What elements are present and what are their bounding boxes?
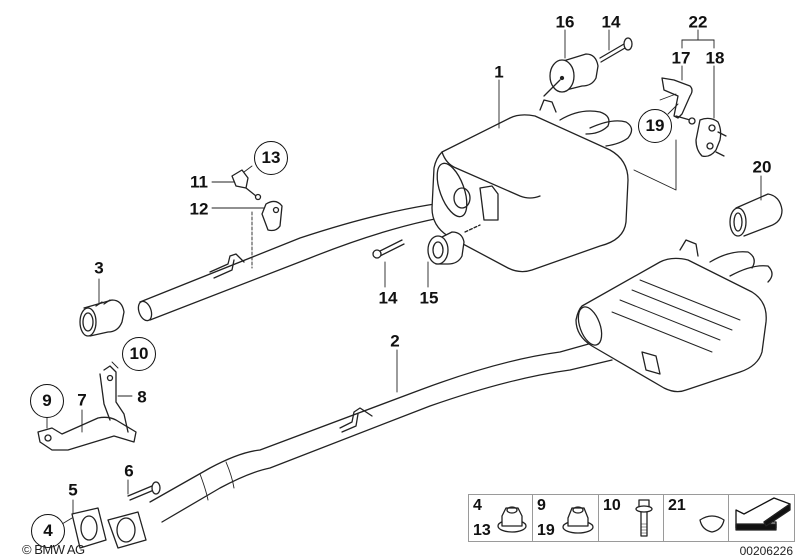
callout-7[interactable]: 7: [77, 390, 87, 410]
bracket-17-mount-18: [633, 77, 727, 191]
callout-19[interactable]: 19: [638, 109, 672, 143]
legend-number: 19: [537, 522, 555, 539]
legend-number: 21: [668, 497, 686, 514]
legend-cell-nut-9-19[interactable]: 9 19: [533, 495, 599, 541]
callout-17[interactable]: 17: [671, 48, 691, 68]
callout-3[interactable]: 3: [94, 258, 104, 278]
rear-silencer-upper: [431, 99, 633, 273]
hex-bolt-icon: [635, 499, 653, 537]
callout-14-upper[interactable]: 14: [601, 12, 621, 32]
legend-number: 4: [473, 497, 482, 514]
clamp-3: [79, 299, 125, 337]
plug-cap-icon: [699, 515, 725, 533]
bolt-6-gasket-5: [71, 481, 161, 549]
fastener-legend: 4 13 9 19 10 21: [468, 494, 795, 542]
legend-number: 13: [473, 522, 491, 539]
callout-13[interactable]: 13: [254, 141, 288, 175]
callout-22[interactable]: 22: [688, 12, 708, 32]
leader-lines: [46, 29, 762, 525]
callout-20[interactable]: 20: [752, 157, 772, 177]
damper-15: [372, 224, 481, 265]
callout-12[interactable]: 12: [189, 199, 209, 219]
bracket-7-8: [37, 365, 137, 451]
legend-number: 10: [603, 497, 621, 514]
callout-11[interactable]: 11: [190, 172, 208, 192]
document-id: 00206226: [739, 544, 793, 558]
damper-16: [543, 37, 633, 97]
hex-flange-nut-icon: [562, 506, 594, 534]
callout-8[interactable]: 8: [137, 387, 147, 407]
lower-pipe: [107, 337, 613, 549]
callout-5[interactable]: 5: [68, 480, 78, 500]
direction-arrow-icon: [735, 497, 791, 531]
legend-number: 9: [537, 497, 546, 514]
legend-cell-plug-21[interactable]: 21: [664, 495, 729, 541]
legend-cell-arrow[interactable]: [729, 495, 794, 541]
copyright-notice: © BMW AG: [22, 542, 85, 557]
callout-9[interactable]: 9: [30, 384, 64, 418]
legend-cell-bolt-10[interactable]: 10: [599, 495, 664, 541]
callout-15[interactable]: 15: [419, 288, 439, 308]
tail-trim-20: [729, 193, 783, 237]
callout-4[interactable]: 4: [31, 514, 65, 548]
callout-2[interactable]: 2: [390, 331, 400, 351]
callout-1[interactable]: 1: [494, 62, 504, 82]
legend-cell-nut-4-13[interactable]: 4 13: [469, 495, 533, 541]
hex-collar-nut-icon: [497, 506, 527, 533]
hanger-11-12: [231, 169, 283, 269]
callout-16[interactable]: 16: [555, 12, 575, 32]
callout-18[interactable]: 18: [705, 48, 725, 68]
callout-6[interactable]: 6: [124, 461, 134, 481]
callout-10[interactable]: 10: [122, 337, 156, 371]
callout-14-lower[interactable]: 14: [378, 288, 398, 308]
rear-silencer-lower: [575, 239, 773, 393]
